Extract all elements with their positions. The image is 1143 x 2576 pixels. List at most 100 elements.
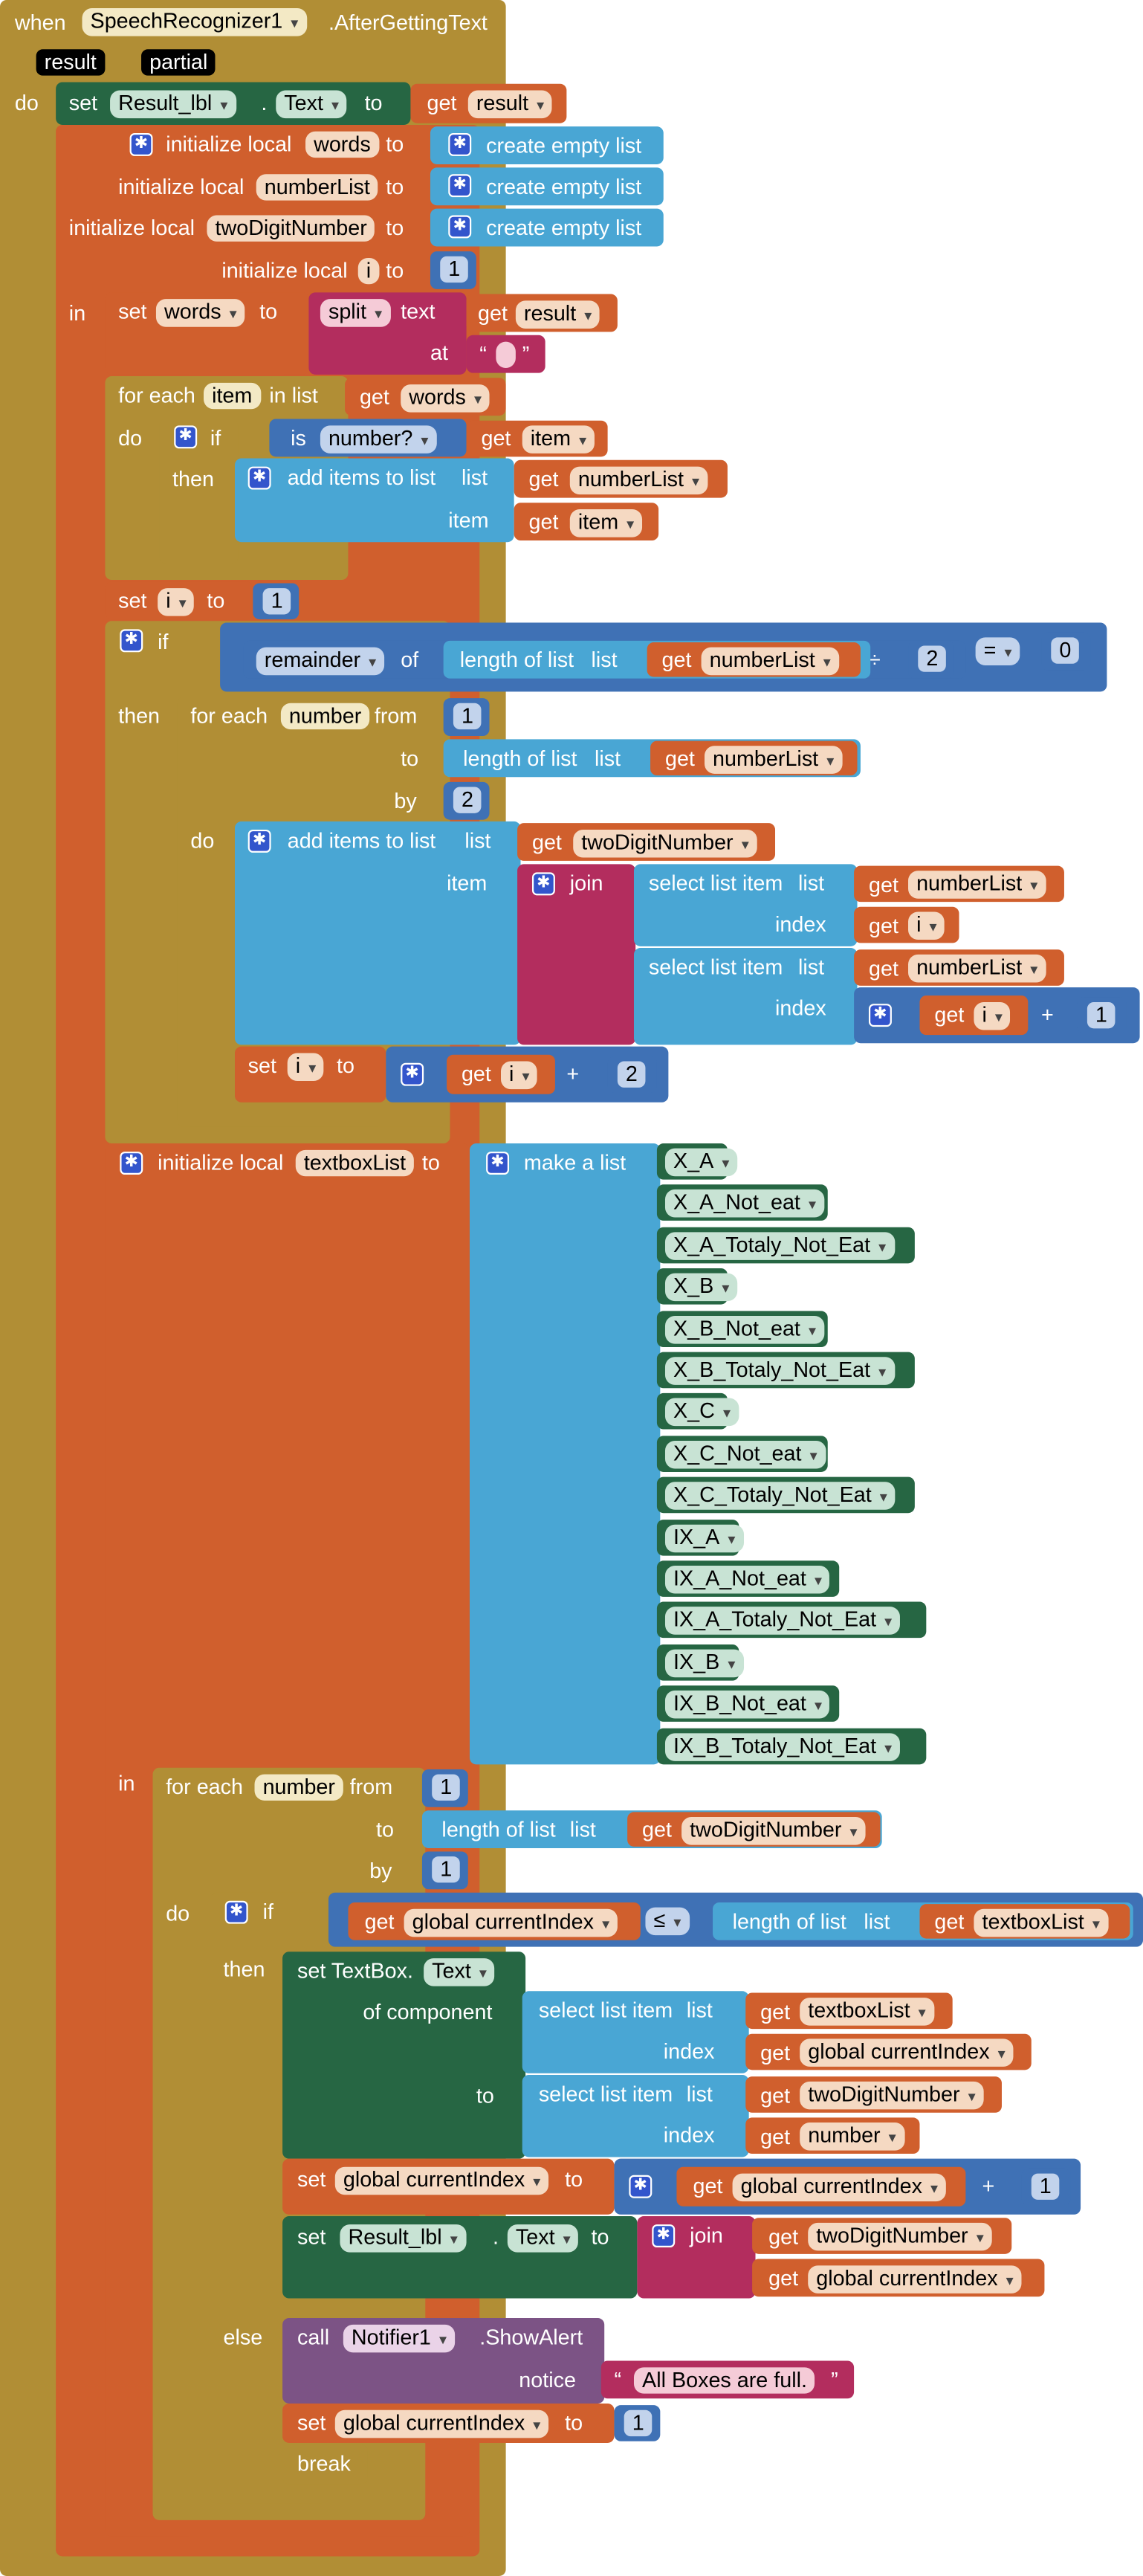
mutator-gear-icon[interactable]: ✱ xyxy=(174,425,198,449)
component-dropdown[interactable]: X_B_Not_eat xyxy=(664,1315,825,1343)
set-current-index-block[interactable]: set global currentIndex to xyxy=(282,2403,615,2443)
select-list-item-block[interactable]: select list item list index xyxy=(522,1991,749,2073)
mutator-gear-icon[interactable]: ✱ xyxy=(129,132,153,156)
component-dropdown[interactable]: X_A_Totaly_Not_Eat xyxy=(664,1231,895,1260)
component-block[interactable]: X_A_Not_eat xyxy=(656,1185,827,1221)
number-block[interactable]: 1 xyxy=(421,1769,468,1807)
create-empty-list-block[interactable]: ✱ create empty list xyxy=(430,167,664,206)
mutator-gear-icon[interactable]: ✱ xyxy=(448,174,472,198)
component-dropdown[interactable]: IX_A_Not_eat xyxy=(664,1565,831,1594)
text-space-value[interactable] xyxy=(496,341,516,368)
get-result-block[interactable]: get result xyxy=(410,83,567,123)
create-empty-list-block[interactable]: ✱ create empty list xyxy=(430,126,664,164)
component-block[interactable]: IX_A_Totaly_Not_Eat xyxy=(656,1602,927,1639)
var-name-words[interactable]: words xyxy=(305,131,379,158)
component-block[interactable]: IX_B_Not_eat xyxy=(656,1685,840,1723)
component-block[interactable]: X_A xyxy=(656,1143,738,1180)
make-a-list-block[interactable]: ✱ make a list xyxy=(470,1143,661,1765)
get-words-block[interactable]: get words xyxy=(345,378,506,416)
mutator-gear-icon[interactable]: ✱ xyxy=(486,1152,510,1175)
component-block[interactable]: IX_A_Not_eat xyxy=(656,1560,840,1597)
set-words-block[interactable]: set words to xyxy=(105,292,309,375)
get-i-block[interactable]: get i xyxy=(447,1054,555,1094)
select-list-item-block[interactable]: select list item list index xyxy=(633,948,858,1045)
get-numberlist-block[interactable]: get numberList xyxy=(514,459,728,498)
get-current-index-block[interactable]: get global currentIndex xyxy=(676,2166,966,2207)
param-partial[interactable]: partial xyxy=(141,49,216,76)
result-var[interactable]: result xyxy=(467,90,553,119)
current-index-var[interactable]: global currentIndex xyxy=(808,2265,1022,2293)
current-index-var[interactable]: global currentIndex xyxy=(800,2038,1014,2067)
component-dropdown[interactable]: IX_B_Not_eat xyxy=(664,1691,831,1719)
component-block[interactable]: X_C_Not_eat xyxy=(656,1435,827,1472)
set-i-block[interactable]: set i to xyxy=(235,1046,386,1103)
get-number-block[interactable]: get number xyxy=(745,2117,920,2154)
get-current-index-block[interactable]: get global currentIndex xyxy=(348,1902,641,1940)
current-index-var-dropdown[interactable]: global currentIndex xyxy=(334,2409,549,2438)
component-dropdown[interactable]: X_B_Totaly_Not_Eat xyxy=(664,1357,895,1385)
numberlist-var[interactable]: numberList xyxy=(701,647,839,676)
number-value[interactable]: 1 xyxy=(440,256,469,283)
twodigitnumber-var[interactable]: twoDigitNumber xyxy=(681,1817,866,1845)
remainder-dropdown[interactable]: remainder xyxy=(256,647,385,676)
item-var[interactable]: item xyxy=(569,509,643,538)
number-value[interactable]: 1 xyxy=(432,1774,461,1801)
item-var-name[interactable]: item xyxy=(204,382,261,410)
component-dropdown[interactable]: IX_A xyxy=(664,1523,744,1552)
component-block[interactable]: X_B_Not_eat xyxy=(656,1310,827,1347)
number-var[interactable]: number xyxy=(800,2123,904,2151)
mutator-gear-icon[interactable]: ✱ xyxy=(868,1004,892,1027)
get-twodigitnumber-block[interactable]: get twoDigitNumber xyxy=(627,1812,881,1847)
var-name-i[interactable]: i xyxy=(357,257,380,285)
i-var-dropdown[interactable]: i xyxy=(158,588,195,616)
number-value[interactable]: 2 xyxy=(918,645,947,672)
if-is-number-block[interactable]: ✱ if then xyxy=(159,419,239,564)
join-block[interactable]: ✱ join xyxy=(517,864,636,1045)
number-block[interactable]: 1 xyxy=(253,583,299,620)
result-var[interactable]: result xyxy=(515,300,600,329)
get-numberlist-block[interactable]: get numberList xyxy=(854,949,1064,986)
component-dropdown[interactable]: X_A_Not_eat xyxy=(664,1189,825,1218)
i-var[interactable]: i xyxy=(974,1001,1011,1030)
alert-text-value[interactable]: All Boxes are full. xyxy=(633,2367,816,2394)
equals-dropdown[interactable]: = xyxy=(975,637,1020,665)
mutator-gear-icon[interactable]: ✱ xyxy=(120,629,143,653)
number-block[interactable]: 1 xyxy=(1077,997,1127,1033)
textboxlist-var[interactable]: textboxList xyxy=(800,1998,934,2026)
create-empty-list-block[interactable]: ✱ create empty list xyxy=(430,208,664,247)
number-value[interactable]: 1 xyxy=(624,2409,653,2437)
get-i-block[interactable]: get i xyxy=(854,906,959,943)
component-block[interactable]: IX_B_Totaly_Not_Eat xyxy=(656,1727,927,1764)
get-textboxlist-block[interactable]: get textboxList xyxy=(919,1904,1130,1939)
component-dropdown[interactable]: IX_B_Totaly_Not_Eat xyxy=(664,1732,901,1761)
set-result-label-block[interactable]: set Result_lbl . Text to xyxy=(282,2216,638,2299)
component-dropdown[interactable]: X_C_Not_eat xyxy=(664,1440,826,1469)
split-dropdown[interactable]: split xyxy=(320,299,391,327)
i-var[interactable]: i xyxy=(908,911,945,940)
number-block[interactable]: 1 xyxy=(421,1851,468,1890)
numberlist-var[interactable]: numberList xyxy=(908,954,1046,983)
number-value[interactable]: 0 xyxy=(1051,637,1080,664)
component-block[interactable]: X_C_Totaly_Not_Eat xyxy=(656,1477,915,1514)
get-current-index-block[interactable]: get global currentIndex xyxy=(745,2033,1032,2070)
mutator-gear-icon[interactable]: ✱ xyxy=(120,1152,143,1175)
i-var[interactable]: i xyxy=(500,1061,538,1090)
result-lbl-dropdown[interactable]: Result_lbl xyxy=(110,90,236,119)
lte-dropdown[interactable]: ≤ xyxy=(645,1907,690,1936)
get-numberlist-block[interactable]: get numberList xyxy=(647,642,861,677)
numberlist-var[interactable]: numberList xyxy=(705,746,843,774)
number-block[interactable]: 1 xyxy=(1021,2168,1071,2205)
set-i-block[interactable]: set i to xyxy=(105,581,253,620)
current-index-var-dropdown[interactable]: global currentIndex xyxy=(334,2166,549,2195)
component-block[interactable]: X_B xyxy=(656,1268,738,1305)
textboxlist-var[interactable]: textboxList xyxy=(974,1908,1108,1937)
split-block[interactable]: split text at xyxy=(308,292,467,375)
var-name-numberlist[interactable]: numberList xyxy=(256,174,378,201)
number-block[interactable]: 2 xyxy=(607,1056,657,1093)
number-value[interactable]: 1 xyxy=(432,1856,461,1883)
number-block[interactable]: 2 xyxy=(908,640,954,679)
var-name-twodigitnumber[interactable]: twoDigitNumber xyxy=(207,215,375,242)
component-dropdown[interactable]: IX_A_Totaly_Not_Eat xyxy=(664,1607,901,1636)
text-prop-dropdown[interactable]: Text xyxy=(507,2224,579,2253)
numberlist-var[interactable]: numberList xyxy=(569,466,708,495)
